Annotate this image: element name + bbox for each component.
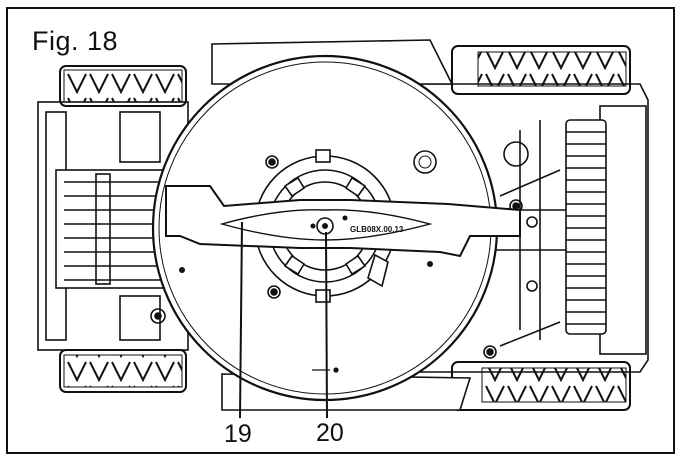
callout-20-leader <box>325 231 328 419</box>
callout-19-leader <box>239 221 243 419</box>
cutting-blade <box>165 185 521 258</box>
wheel-front-right <box>451 45 631 95</box>
callout-19: 19 <box>224 420 252 448</box>
callout-20: 20 <box>316 419 344 447</box>
wheel-rear-right <box>451 361 631 411</box>
ribbed-collector <box>565 119 607 335</box>
blade-bolt <box>310 215 348 235</box>
wheel-rear-left <box>59 349 187 393</box>
wheel-front-left <box>59 65 187 107</box>
deck-mark <box>312 367 339 373</box>
border <box>6 7 675 454</box>
blade-marking: GLB08X.00.13 <box>350 225 404 234</box>
figure-label: Fig. 18 <box>32 26 119 56</box>
